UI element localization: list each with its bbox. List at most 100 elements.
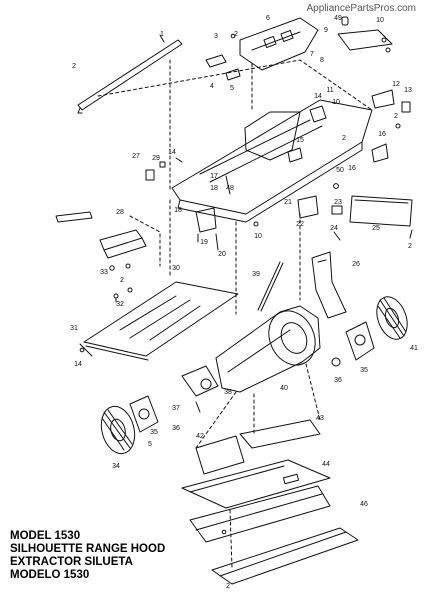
part-inner-switches <box>287 105 389 189</box>
part-label-35: 18 <box>174 207 182 214</box>
part-label-8: 9 <box>324 27 328 34</box>
part-small-brackets <box>205 33 241 81</box>
part-label-19: 10 <box>332 99 340 106</box>
part-label-50: 36 <box>334 377 342 384</box>
part-label-23: 14 <box>168 149 176 156</box>
part-label-56: 35 <box>150 429 158 436</box>
part-label-37: 20 <box>218 251 226 258</box>
part-label-17: 16 <box>378 131 386 138</box>
part-fasteners <box>113 287 133 303</box>
part-front-trim <box>189 485 331 543</box>
part-label-4: 6 <box>266 15 270 22</box>
part-label-6: 8 <box>320 57 324 64</box>
part-main-chassis <box>97 59 373 223</box>
part-thin-rod <box>257 261 284 312</box>
part-label-22: 29 <box>152 155 160 162</box>
part-label-24: 17 <box>210 173 218 180</box>
part-bottom-panel <box>181 459 331 509</box>
part-label-28: 50 <box>336 167 344 174</box>
part-label-47: 14 <box>74 361 82 368</box>
part-label-13: 12 <box>392 81 400 88</box>
part-label-3: 2 <box>234 31 238 38</box>
caption-line-product-es: EXTRACTOR SILUETA <box>10 556 133 568</box>
part-right-plate <box>349 195 413 239</box>
watermark: AppliancePartsPros.com <box>306 3 417 14</box>
part-label-11: 5 <box>230 85 234 92</box>
part-label-51: 40 <box>280 385 288 392</box>
part-label-43: 2 <box>120 277 124 284</box>
part-filter-rod <box>79 343 93 357</box>
part-label-31: 23 <box>334 199 342 206</box>
part-blower-wheel-left <box>100 405 136 455</box>
part-label-0: 1 <box>160 31 164 38</box>
part-label-59: 42 <box>196 433 204 440</box>
part-label-1: 2 <box>72 63 76 70</box>
part-right-clips <box>371 89 411 129</box>
part-switch-housing <box>239 17 319 71</box>
part-left-bracket-assembly <box>55 211 161 271</box>
part-knob-right <box>331 357 341 367</box>
part-label-25: 16 <box>348 165 356 172</box>
part-label-30: 22 <box>296 221 304 228</box>
part-label-38: 10 <box>254 233 262 240</box>
part-label-34: 28 <box>116 209 124 216</box>
part-label-20: 2 <box>342 135 346 142</box>
part-label-5: 7 <box>310 51 314 58</box>
part-right-bracket <box>337 16 393 53</box>
part-duct-channel <box>311 251 347 319</box>
part-label-55: 5 <box>148 441 152 448</box>
part-label-46: 31 <box>70 325 78 332</box>
part-motor <box>181 365 219 413</box>
part-blower-wheel-right <box>376 296 408 340</box>
part-label-52: 37 <box>172 405 180 412</box>
part-label-57: 36 <box>172 425 180 432</box>
part-label-60: 44 <box>322 461 330 468</box>
part-left-small-parts <box>145 157 231 195</box>
caption-line-product-en: SILHOUETTE RANGE HOOD <box>10 543 166 555</box>
part-label-10: 4 <box>210 83 214 90</box>
part-label-48: 41 <box>410 345 418 352</box>
part-label-27: 48 <box>226 185 234 192</box>
part-label-61: 46 <box>360 501 368 508</box>
part-label-21: 27 <box>132 153 140 160</box>
part-label-29: 21 <box>284 199 292 206</box>
caption-line-model: MODEL 1530 <box>10 530 81 542</box>
part-label-49: 35 <box>360 367 368 374</box>
part-mesh-filter <box>83 281 239 361</box>
part-label-12: 11 <box>326 87 333 94</box>
part-middle-bracket <box>195 207 259 251</box>
caption-line-model-es: MODELO 1530 <box>10 569 90 581</box>
part-label-2: 3 <box>214 33 218 40</box>
part-label-58: 43 <box>316 415 324 422</box>
part-label-39: 25 <box>372 225 380 232</box>
part-label-16: 14 <box>314 93 322 100</box>
part-grease-filters <box>195 419 321 475</box>
part-label-32: 24 <box>330 225 338 232</box>
part-label-26: 18 <box>210 185 218 192</box>
part-motor-plate-left <box>129 395 159 433</box>
part-label-36: 19 <box>200 239 208 246</box>
part-label-18: 15 <box>296 137 304 144</box>
part-label-41: 33 <box>100 269 108 276</box>
part-label-45: 39 <box>252 271 260 278</box>
part-label-54: 34 <box>112 463 120 470</box>
part-lamp-socket <box>297 195 343 241</box>
part-label-42: 30 <box>172 265 180 272</box>
part-motor-plate-right <box>345 321 375 361</box>
part-blower-housing <box>215 305 321 393</box>
part-label-62: 2 <box>226 583 230 590</box>
part-label-33: 26 <box>352 261 360 268</box>
diagram-caption: MODEL 1530 SILHOUETTE RANGE HOOD EXTRACT… <box>10 530 165 582</box>
part-label-53: 38 <box>224 389 232 396</box>
part-label-15: 2 <box>394 113 398 120</box>
part-label-7: 49 <box>334 15 342 22</box>
part-label-40: 2 <box>408 243 412 250</box>
part-label-44: 32 <box>116 301 124 308</box>
part-lens <box>211 527 359 585</box>
part-label-9: 10 <box>376 17 384 24</box>
part-label-14: 13 <box>404 87 412 94</box>
part-top-rail <box>77 34 183 114</box>
